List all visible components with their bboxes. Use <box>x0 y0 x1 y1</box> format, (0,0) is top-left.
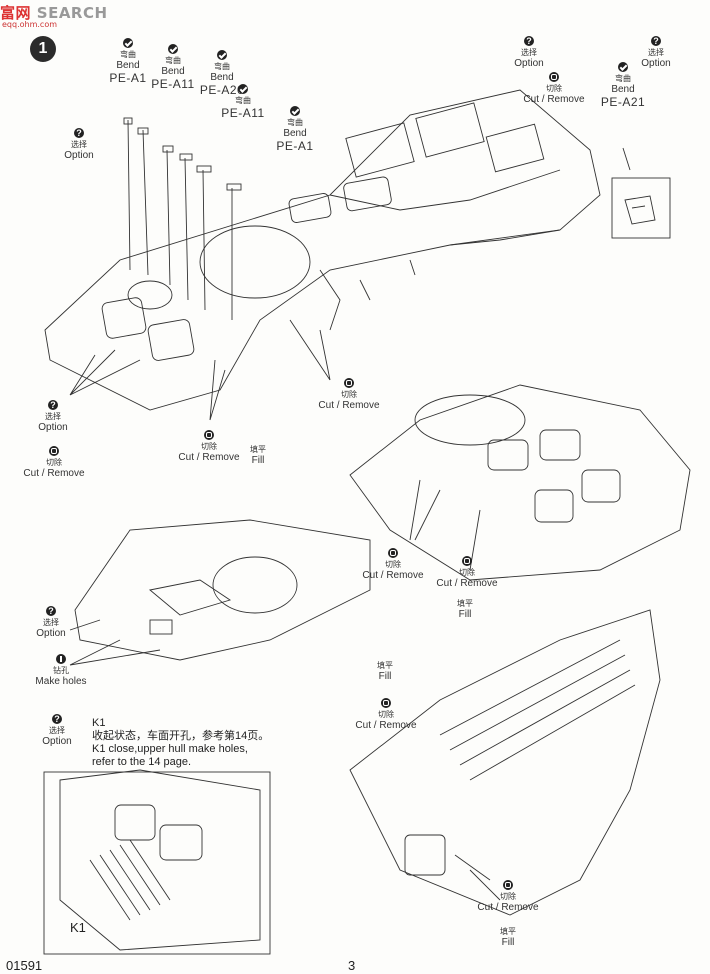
k1-label: K1 <box>70 920 86 935</box>
cut-icon <box>462 556 472 566</box>
watermark-sub: eqq.ohm.com <box>2 20 58 29</box>
label-cut-mid-center: 切除 Cut / Remove <box>312 378 386 411</box>
step-number-badge: 1 <box>30 36 56 62</box>
label-option-right-a: 选择 Option <box>508 35 550 69</box>
label-bend-pe-a1-mid: 弯曲 Bend PE-A1 <box>272 106 318 153</box>
cut-icon <box>204 430 214 440</box>
option-icon <box>46 605 56 617</box>
cut-icon <box>49 446 59 456</box>
bend-icon <box>168 44 178 54</box>
option-icon <box>651 35 661 47</box>
cut-icon <box>388 548 398 558</box>
watermark: 富网 SEARCH <box>0 4 108 22</box>
label-cut-right-top: 切除 Cut / Remove <box>518 72 590 105</box>
label-cut-right-mid-a: 切除 Cut / Remove <box>356 548 430 581</box>
option-icon <box>74 127 84 139</box>
label-bend-pe-a1-top: 弯曲 Bend PE-A1 <box>108 38 148 85</box>
label-cut-right-low: 切除 Cut / Remove <box>348 698 424 731</box>
label-option-right-b: 选择 Option <box>634 35 678 69</box>
label-drill-left-low: 钻孔 Make holes <box>30 654 92 687</box>
label-cut-left-mid: 切除 Cut / Remove <box>18 446 90 479</box>
cut-icon <box>549 72 559 82</box>
bend-icon <box>238 84 248 94</box>
label-fill-right-mid: 填平 Fill <box>457 599 473 620</box>
label-fill-bottom: 填平 Fill <box>500 927 516 948</box>
label-bend-pe-a11-top: 弯曲 Bend PE-A11 <box>150 44 196 91</box>
label-option-bottom: 选择 Option <box>36 713 78 747</box>
label-cut-right-mid-b: 切除 Cut / Remove <box>430 556 504 589</box>
cut-icon <box>344 378 354 388</box>
cut-icon <box>381 698 391 708</box>
label-bend-pe-a11-mid: 弯曲 PE-A11 <box>218 84 268 120</box>
kit-code: 01591 <box>6 958 43 973</box>
bend-icon <box>618 62 628 72</box>
option-icon <box>48 399 58 411</box>
k1-instruction-note: K1 收起状态，车面开孔，参考第14页。 K1 close,upper hull… <box>92 717 270 768</box>
page-number: 3 <box>348 958 356 973</box>
bend-icon <box>290 106 300 116</box>
label-bend-pe-a21: 弯曲 Bend PE-A21 <box>598 62 648 109</box>
option-icon <box>52 713 62 725</box>
label-fill-right-low: 填平 Fill <box>377 661 393 682</box>
label-option-left-low: 选择 Option <box>30 605 72 639</box>
label-cut-bottom: 切除 Cut / Remove <box>470 880 546 913</box>
bend-icon <box>123 38 133 48</box>
label-bend-pe-a20: 弯曲 Bend PE-A20 <box>198 50 246 97</box>
label-option-left-mid: 选择 Option <box>32 399 74 433</box>
option-icon <box>524 35 534 47</box>
label-option-left-top: 选择 Option <box>58 127 100 161</box>
bend-icon <box>217 50 227 60</box>
label-cut-center-low: 切除 Cut / Remove <box>172 430 246 463</box>
cut-icon <box>503 880 513 890</box>
label-fill-center-low: 填平 Fill <box>250 445 266 466</box>
drill-icon <box>56 654 66 664</box>
